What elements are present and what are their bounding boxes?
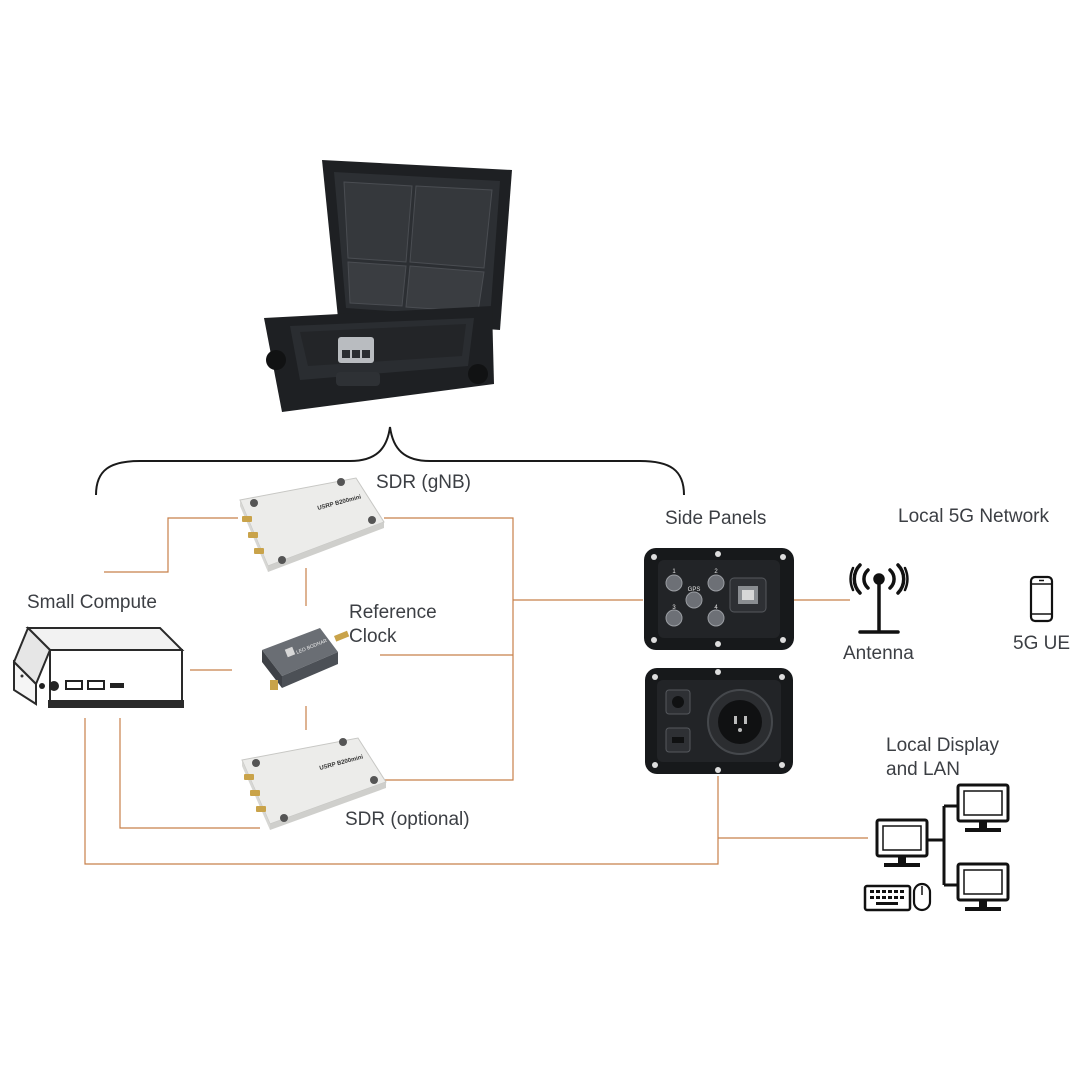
side-panel-bottom	[645, 668, 793, 774]
rugged-case-image	[264, 160, 512, 412]
compute-to-lan-line	[84, 718, 719, 865]
label-sdr-optional: SDR (optional)	[345, 809, 470, 830]
reference-clock-device: LEO BODNAR	[262, 628, 350, 690]
monitor-icon-2	[956, 783, 1010, 832]
panel-port-3: 3	[672, 605, 676, 611]
panel-port-2: 2	[714, 569, 718, 575]
compute-to-sdr-bottom-line	[119, 718, 260, 829]
monitor-icon-3	[956, 862, 1010, 911]
antenna-icon	[849, 563, 909, 634]
label-local-5g-network: Local 5G Network	[898, 506, 1050, 527]
side-panel-top: 1 2 3 4 GPS	[644, 548, 794, 650]
panel-port-gps: GPS	[688, 587, 701, 593]
label-local-display-1: Local Display	[886, 735, 999, 756]
label-5g-ue: 5G UE	[1013, 633, 1070, 654]
label-small-compute: Small Compute	[27, 592, 157, 613]
small-compute-device	[12, 626, 185, 708]
phone-icon	[1029, 575, 1054, 623]
mouse-icon	[912, 882, 932, 912]
label-reference-clock-2: Clock	[349, 626, 397, 647]
sdr-top-to-bus-line	[384, 517, 514, 781]
keyboard-icon	[863, 884, 912, 912]
label-antenna: Antenna	[843, 643, 914, 664]
label-sdr-gnb: SDR (gNB)	[376, 472, 471, 493]
sdr-gnb-device: USRP B200mini	[239, 477, 385, 572]
label-local-display-2: and LAN	[886, 759, 960, 780]
sdr-optional-device: USRP B200mini	[241, 737, 387, 830]
connector-lines	[84, 517, 868, 865]
monitor-icon	[875, 818, 929, 867]
lan-network-icon	[863, 783, 1010, 912]
enclosure-brace	[95, 426, 685, 496]
panel-port-4: 4	[714, 605, 718, 611]
label-side-panels: Side Panels	[665, 508, 766, 529]
label-reference-clock-1: Reference	[349, 602, 437, 623]
compute-to-sdr-top-line	[104, 517, 238, 573]
panel-port-1: 1	[672, 569, 676, 575]
